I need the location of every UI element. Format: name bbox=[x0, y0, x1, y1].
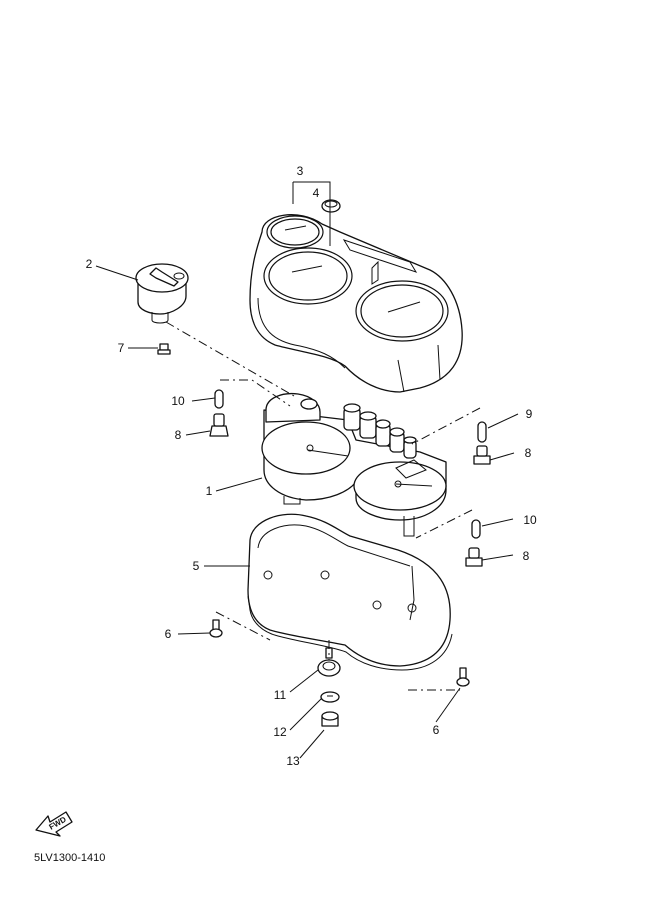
callout-2: 2 bbox=[86, 257, 93, 271]
callout-4: 4 bbox=[313, 186, 320, 200]
forward-arrow: FWD bbox=[35, 811, 73, 837]
callout-1: 1 bbox=[206, 484, 213, 498]
callout-5: 5 bbox=[193, 559, 200, 573]
screw-part-6-left bbox=[209, 619, 223, 638]
bolt-part-7 bbox=[157, 343, 171, 355]
bulb-part-10-upper bbox=[214, 389, 224, 409]
callout-10-lower: 10 bbox=[523, 513, 537, 527]
callout-6-right: 6 bbox=[433, 723, 440, 737]
callout-6-left: 6 bbox=[165, 627, 172, 641]
drawing-code: 5LV1300-1410 bbox=[34, 852, 105, 864]
grommet-part-8-left bbox=[209, 413, 229, 437]
lower-case-part-5 bbox=[247, 513, 453, 671]
screw-part-6-right bbox=[456, 667, 470, 687]
callout-7: 7 bbox=[118, 341, 125, 355]
meter-cover-part-3 bbox=[249, 214, 463, 393]
nut-part-13 bbox=[321, 711, 339, 727]
grommet-part-8-right-upper bbox=[473, 445, 491, 465]
callout-12: 12 bbox=[273, 725, 287, 739]
callout-labels: 3 4 2 7 10 8 1 9 8 10 5 8 6 11 6 12 13 bbox=[86, 164, 537, 768]
damper-part-11 bbox=[317, 647, 341, 677]
alignment-lines bbox=[165, 321, 481, 691]
meter-assembly-part-1 bbox=[261, 392, 447, 537]
callout-11: 11 bbox=[274, 688, 287, 702]
reset-knob-part-2 bbox=[135, 263, 189, 324]
large-dial bbox=[261, 421, 351, 475]
callout-8-right-upper: 8 bbox=[525, 446, 532, 460]
leader-lines bbox=[95, 181, 519, 759]
callout-13: 13 bbox=[286, 754, 300, 768]
indicator-light-housings bbox=[343, 403, 417, 459]
callout-8-left: 8 bbox=[175, 428, 182, 442]
callout-9: 9 bbox=[526, 407, 533, 421]
bulb-part-9 bbox=[477, 421, 487, 443]
grommet-part-8-right-lower bbox=[465, 547, 483, 567]
callout-3: 3 bbox=[297, 164, 304, 178]
callout-8-right-lower: 8 bbox=[523, 549, 530, 563]
callout-10-upper: 10 bbox=[171, 394, 185, 408]
bulb-part-10-lower bbox=[471, 519, 481, 539]
washer-part-12 bbox=[320, 691, 340, 703]
lens-part-4 bbox=[321, 199, 341, 213]
